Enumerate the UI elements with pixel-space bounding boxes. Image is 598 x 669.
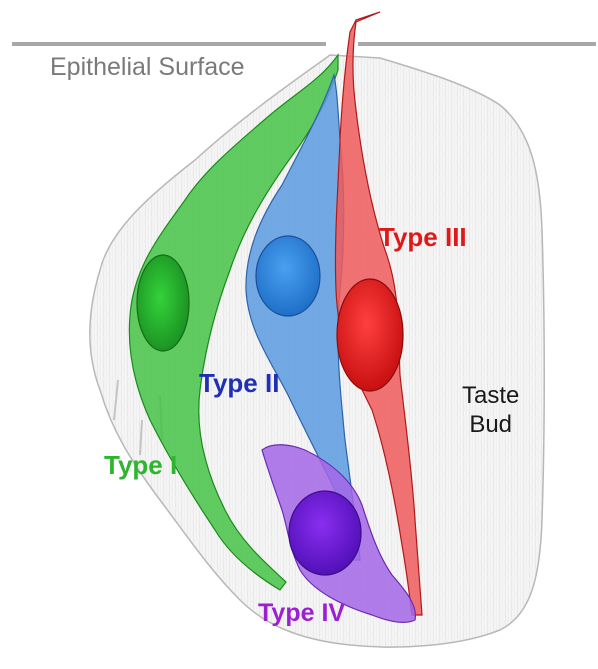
- type-2-nucleus: [256, 236, 320, 316]
- epithelial-surface-label: Epithelial Surface: [50, 54, 245, 80]
- taste-bud-label: Taste Bud: [462, 382, 519, 440]
- type-1-label: Type I: [104, 452, 177, 479]
- type-3-nucleus: [337, 279, 403, 391]
- taste-bud-label-line1: Taste: [462, 382, 519, 411]
- taste-bud-label-line2: Bud: [462, 411, 519, 440]
- type-4-label: Type IV: [258, 600, 345, 626]
- type-2-label: Type II: [199, 370, 279, 397]
- type-4-nucleus: [289, 491, 361, 575]
- type-3-label: Type III: [379, 224, 467, 251]
- type-1-nucleus: [137, 255, 189, 351]
